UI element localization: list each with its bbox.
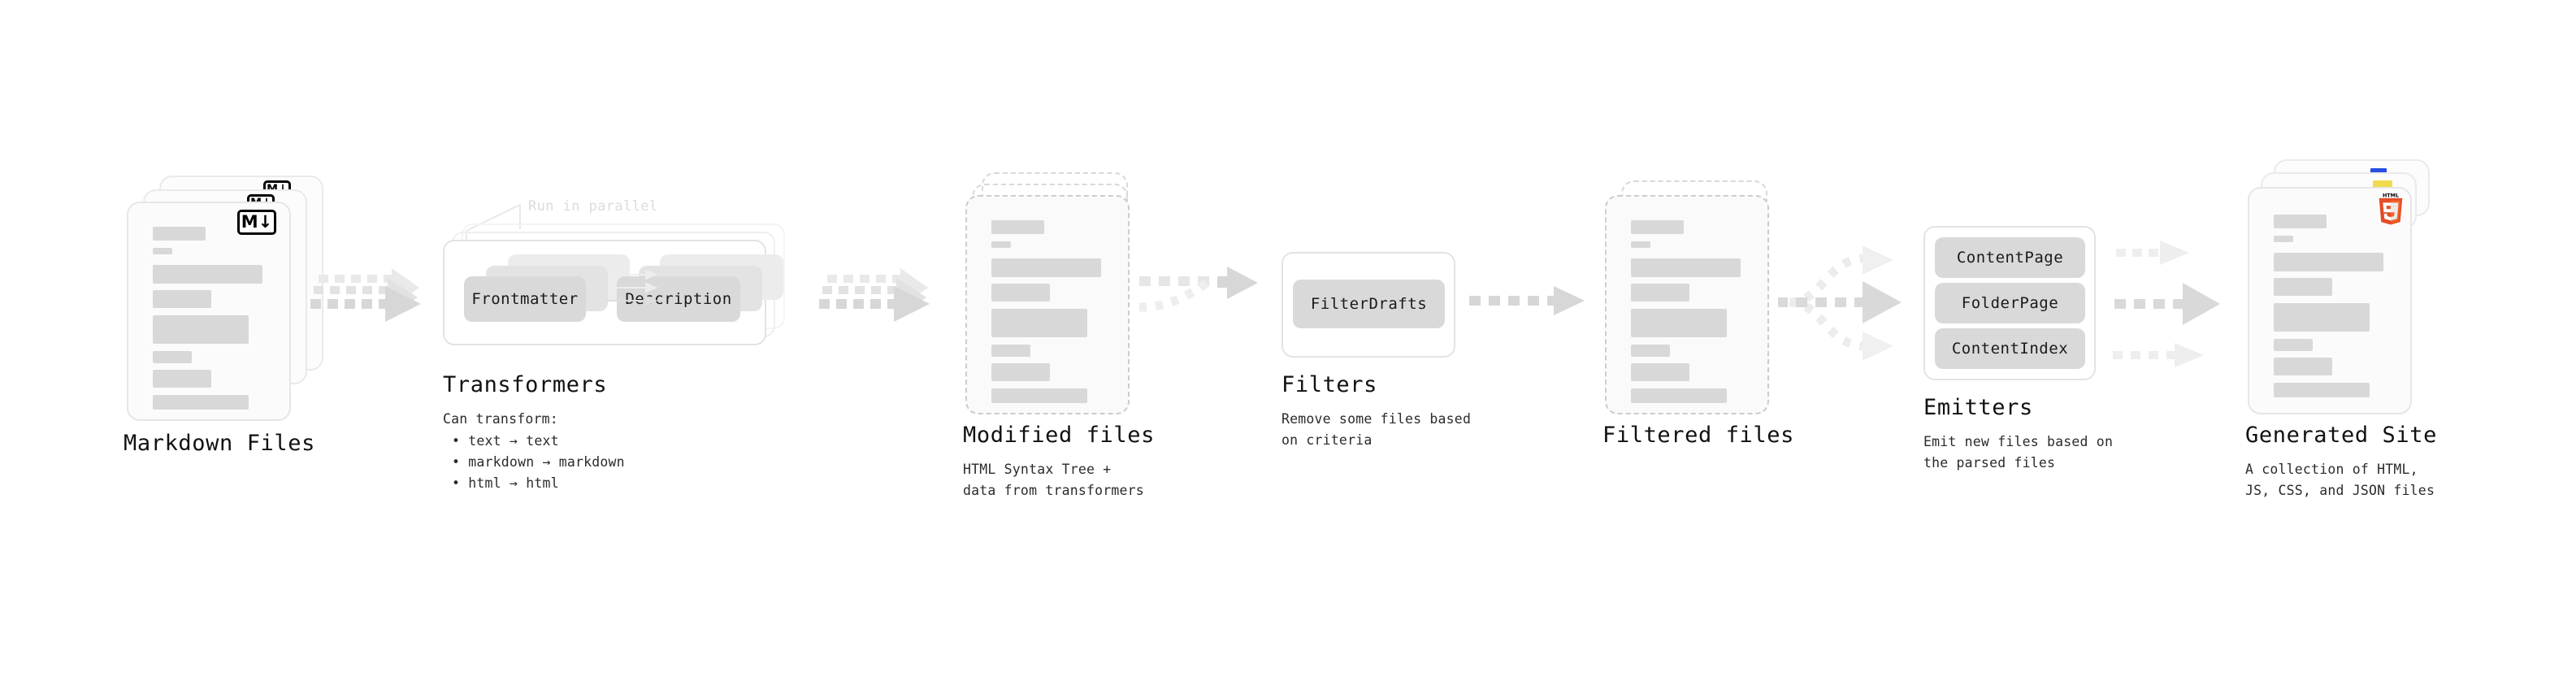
generated-site-subtitle: A collection of HTML, JS, CSS, and JSON … xyxy=(2245,462,2435,498)
placeholder-bar xyxy=(2274,358,2332,375)
transformer-chip-frontmatter[interactable]: Frontmatter xyxy=(464,276,586,322)
arrow-emitters-to-site xyxy=(2113,241,2220,367)
placeholder-bar xyxy=(1631,241,1650,248)
markdown-icon: M↓ xyxy=(237,210,276,235)
placeholder-bar xyxy=(1631,258,1741,277)
placeholder-bar xyxy=(2274,215,2327,228)
modified-sheet-front xyxy=(965,195,1130,414)
emitters-chip-folderpage[interactable]: FolderPage xyxy=(1935,283,2085,323)
arrow-filters-to-filtered xyxy=(1469,286,1585,315)
placeholder-bar xyxy=(153,265,262,284)
placeholder-bar xyxy=(991,284,1050,301)
placeholder-bar xyxy=(991,258,1101,277)
placeholder-bar xyxy=(1631,345,1670,357)
placeholder-bar xyxy=(1631,309,1727,337)
stage-title-modified-files: Modified files xyxy=(963,423,1155,448)
placeholder-bar xyxy=(991,363,1050,381)
filtered-sheet-front xyxy=(1605,195,1769,414)
filters-chip-filterdrafts[interactable]: FilterDrafts xyxy=(1293,280,1445,328)
transformers-bullet-1: • markdown → markdown xyxy=(452,454,625,470)
placeholder-bar xyxy=(153,290,211,308)
placeholder-bar xyxy=(1631,388,1727,403)
arrow-filtered-to-emitters xyxy=(1778,245,1902,361)
arrow-modified-to-filters xyxy=(1138,267,1258,312)
transformers-bullet-0: • text → text xyxy=(452,433,559,449)
emitters-subtitle: Emit new files based on the parsed files xyxy=(1923,434,2114,471)
emitters-chip-contentpage[interactable]: ContentPage xyxy=(1935,237,2085,278)
transformers-subtitle: Can transform: xyxy=(443,411,558,427)
placeholder-bar xyxy=(1631,363,1689,381)
stage-title-generated-site: Generated Site xyxy=(2245,423,2437,448)
html5-icon: HTML xyxy=(2379,192,2403,225)
stage-title-filters: Filters xyxy=(1281,372,1377,397)
placeholder-bar xyxy=(153,395,249,410)
markdown-sheet-front xyxy=(127,202,291,421)
placeholder-bar xyxy=(2274,236,2293,242)
placeholder-bar xyxy=(2274,278,2332,296)
stage-title-emitters: Emitters xyxy=(1923,395,2033,420)
placeholder-bar xyxy=(153,315,249,344)
transformer-chip-description[interactable]: Description xyxy=(617,276,740,322)
emitters-chip-contentindex[interactable]: ContentIndex xyxy=(1935,328,2085,369)
placeholder-bar xyxy=(153,351,192,363)
transformer-internal-arrows xyxy=(605,269,658,306)
placeholder-bar xyxy=(991,220,1044,234)
modified-files-subtitle: HTML Syntax Tree + data from transformer… xyxy=(963,462,1144,498)
placeholder-bar xyxy=(153,248,172,254)
arrow-markdown-to-transformers xyxy=(310,268,421,322)
parallel-annotation: Run in parallel xyxy=(528,198,658,215)
html5-icon-wordmark: HTML xyxy=(2383,192,2399,198)
placeholder-bar xyxy=(991,309,1087,337)
placeholder-bar xyxy=(2274,339,2313,351)
placeholder-bar xyxy=(991,388,1087,403)
arrow-transformers-to-modified xyxy=(819,268,930,322)
placeholder-bar xyxy=(1631,220,1684,234)
placeholder-bar xyxy=(991,241,1011,248)
stage-title-filtered-files: Filtered files xyxy=(1602,423,1794,448)
stage-title-markdown-files: Markdown Files xyxy=(124,431,315,456)
stage-title-transformers: Transformers xyxy=(443,372,608,397)
css-icon xyxy=(2370,168,2387,174)
filters-subtitle: Remove some files based on criteria xyxy=(1281,411,1472,448)
placeholder-bar xyxy=(2274,383,2370,397)
placeholder-bar xyxy=(153,370,211,388)
placeholder-bar xyxy=(2274,253,2383,271)
placeholder-bar xyxy=(2274,303,2370,332)
placeholder-bar xyxy=(153,227,206,241)
placeholder-bar xyxy=(991,345,1030,357)
transformers-bullet-2: • html → html xyxy=(452,475,559,491)
placeholder-bar xyxy=(1631,284,1689,301)
site-sheet-front xyxy=(2248,187,2412,414)
